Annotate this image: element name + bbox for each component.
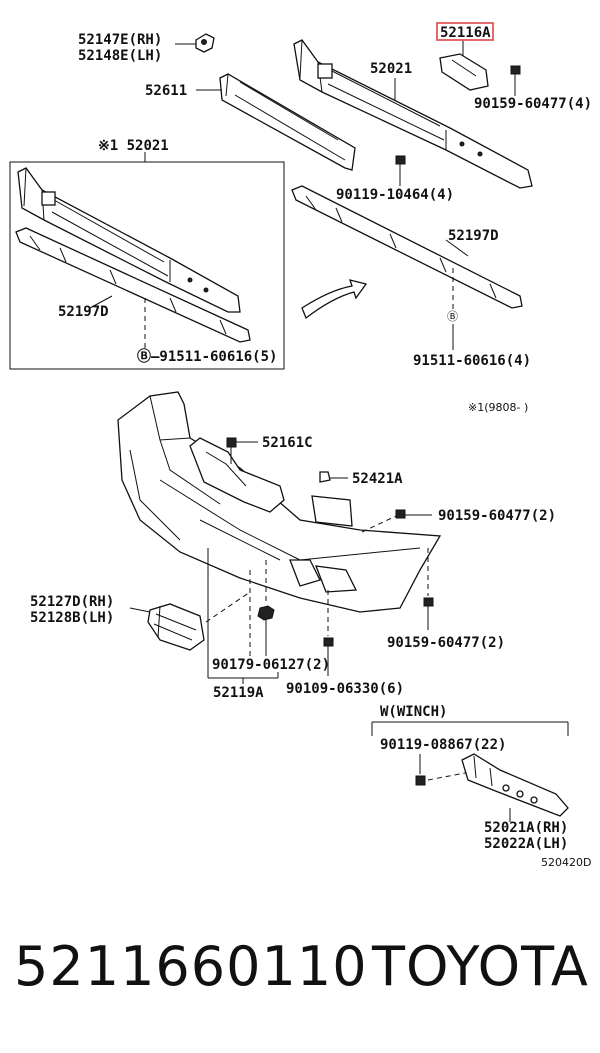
- bolt-90119-10464: [395, 155, 406, 186]
- label-52197d: 52197D: [448, 228, 499, 244]
- label-91511-right: 91511-60616(4): [413, 353, 531, 369]
- parts-diagram: 52147E(RH) 52148E(LH) 52611 52021 52116A…: [9, 22, 592, 869]
- label-90179: 90179-06127(2): [212, 657, 330, 673]
- b-marker-right: Ⓑ: [447, 310, 458, 323]
- bolt-90159-low: [423, 548, 434, 630]
- part-52197d-inset: [15, 227, 251, 343]
- label-52116a: 52116A: [440, 25, 491, 41]
- nut-90179: [257, 560, 275, 656]
- label-91511-inset: Ⓑ—91511-60616(5): [137, 348, 277, 365]
- label-52022a: 52022A(LH): [484, 836, 568, 852]
- clip-52147e: [175, 33, 215, 53]
- winch-bracket-frame: [371, 721, 569, 736]
- label-52421a: 52421A: [352, 471, 403, 487]
- bolt-90159-top: [510, 65, 521, 96]
- label-90119-08867: 90119-08867(22): [380, 737, 506, 753]
- footer: 5211660110 TOYOTA: [0, 935, 600, 1015]
- part-52127d: [129, 591, 251, 651]
- label-52128b: 52128B(LH): [30, 610, 114, 626]
- bolt-90119-08867: [415, 754, 471, 786]
- label-52021a: 52021A(RH): [484, 820, 568, 836]
- label-winch: W(WINCH): [380, 704, 447, 720]
- part-52021-inset: [17, 167, 241, 313]
- part-52421a-bracket: [311, 495, 353, 527]
- clip-52161c: [226, 437, 258, 464]
- label-90109: 90109-06330(6): [286, 681, 404, 697]
- part-52021a: [461, 753, 569, 822]
- label-90159-top: 90159-60477(4): [474, 96, 592, 112]
- label-52148e: 52148E(LH): [78, 48, 162, 64]
- label-90159-mid: 90159-60477(2): [438, 508, 556, 524]
- inset-frame: [9, 161, 285, 370]
- label-52127d: 52127D(RH): [30, 594, 114, 610]
- leader-52119a: [207, 548, 279, 684]
- bolt-90159-mid: [361, 509, 432, 533]
- diagram-code: 520420D: [541, 856, 591, 869]
- part-52611: [196, 73, 356, 171]
- part-52161c-bracket: [189, 437, 285, 513]
- label-52611: 52611: [145, 83, 187, 99]
- label-52161c: 52161C: [262, 435, 313, 451]
- bolt-90109: [323, 590, 334, 676]
- label-52147e: 52147E(RH): [78, 32, 162, 48]
- label-52021-inset: ※1 52021: [98, 138, 169, 154]
- note-date: ※1(9808- ): [468, 401, 528, 414]
- brand-name: TOYOTA: [372, 935, 589, 998]
- label-90159-low: 90159-60477(2): [387, 635, 505, 651]
- transition-arrow: [301, 279, 368, 320]
- part-52021: [293, 39, 533, 189]
- part-52116a: [439, 40, 489, 91]
- clip-52421a: [319, 471, 348, 483]
- highlight-box-52116a: [436, 22, 494, 41]
- part-number: 5211660110: [14, 935, 368, 998]
- label-52119a: 52119A: [213, 685, 264, 701]
- label-52021: 52021: [370, 61, 412, 77]
- part-52197d: [291, 185, 523, 309]
- label-90119-10464: 90119-10464(4): [336, 187, 454, 203]
- label-52197d-inset: 52197D: [58, 304, 109, 320]
